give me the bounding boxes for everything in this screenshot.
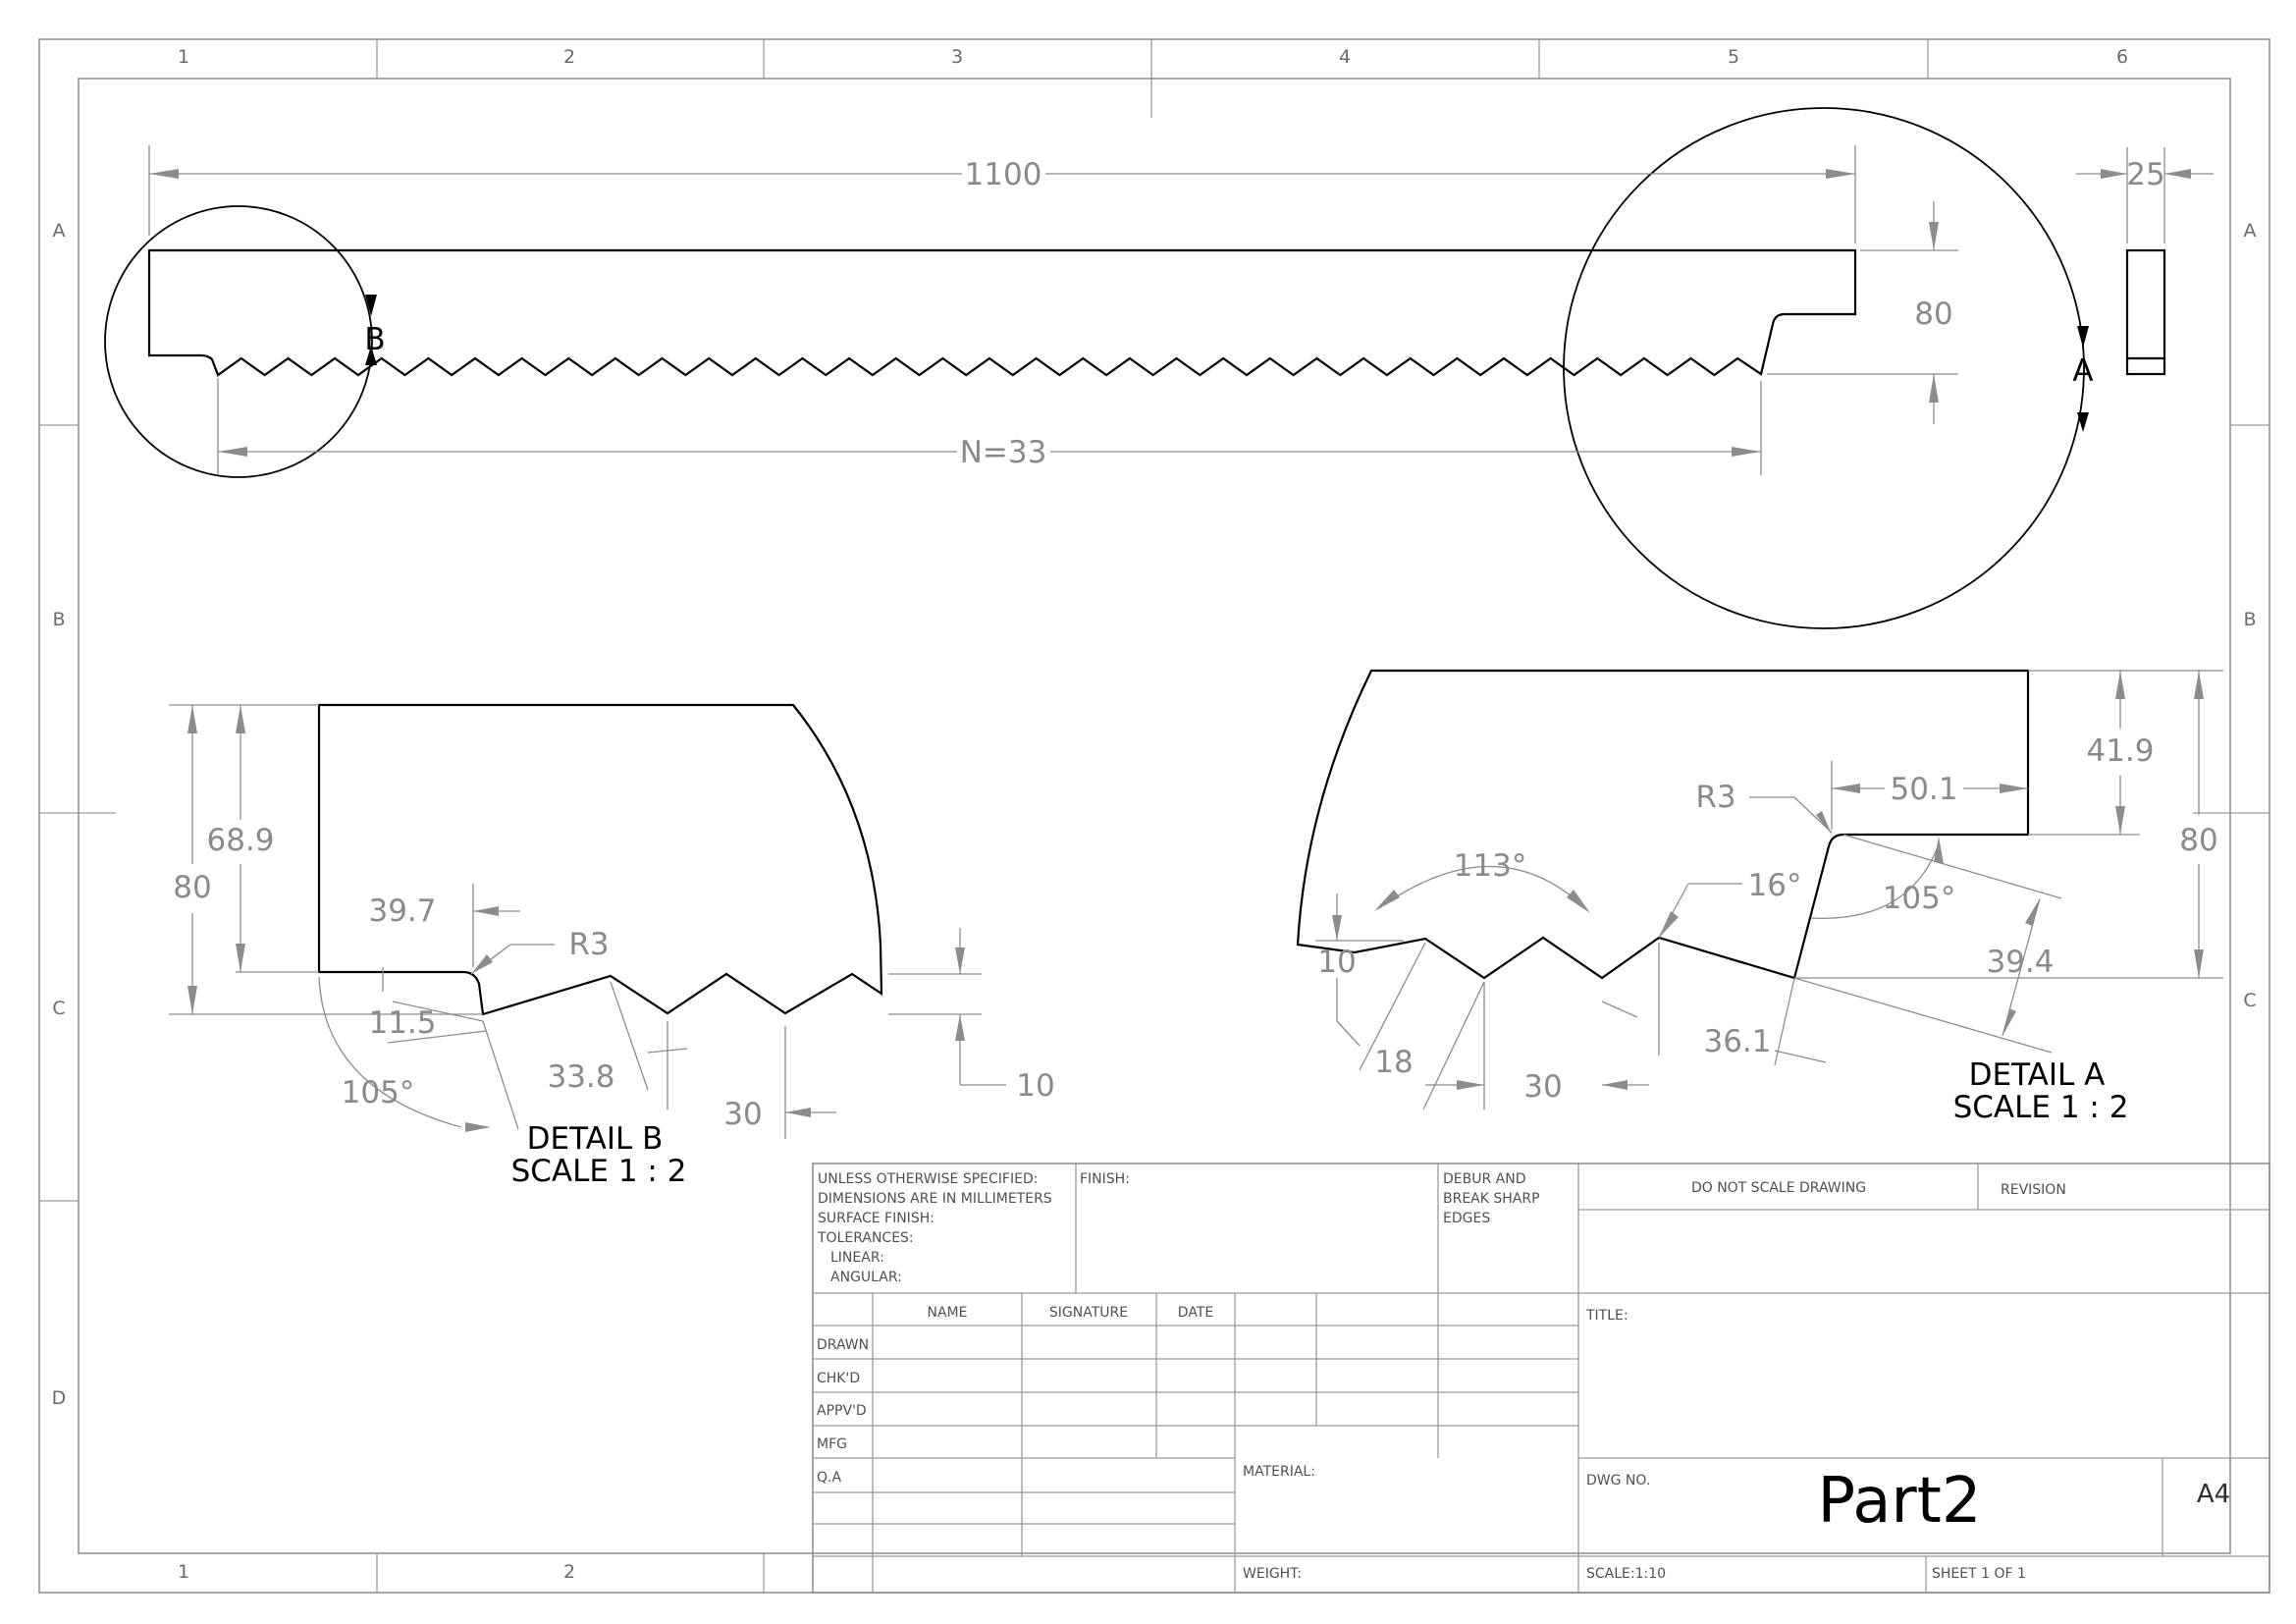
detail-a-angle-16: 16° [1748,868,1802,903]
tb-row-mfg: MFG [817,1436,847,1452]
tb-title: TITLE: [1585,1308,1629,1324]
tb-do-not-scale: DO NOT SCALE DRAWING [1691,1180,1866,1196]
detail-b-dim-68: 68.9 [206,823,274,858]
tb-part-name: Part2 [1817,1465,1981,1538]
zone-labels: 1 2 3 4 5 6 1 2 A B C D A B C [52,46,2257,1583]
detail-a-dim-41: 41.9 [2086,733,2154,769]
detail-a-scale: SCALE 1 : 2 [1953,1090,2129,1125]
detail-b-view: 80 68.9 39.7 R3 11.5 105° 33.8 [169,703,1055,1189]
tb-debur-3: EDGES [1443,1211,1490,1226]
zone-row-d-left: D [52,1387,67,1409]
tb-note-5: LINEAR: [830,1250,884,1266]
zone-col-6-top: 6 [2116,46,2128,68]
tb-note-3: SURFACE FINISH: [818,1211,934,1226]
detail-b-angle: 105° [342,1075,415,1110]
tb-finish: FINISH: [1080,1171,1130,1187]
zone-row-a-left: A [53,220,66,242]
zone-col-3-top: 3 [951,46,963,68]
tb-row-qa: Q.A [817,1470,841,1486]
detail-a-view: 80 41.9 50.1 R3 113° 16° 105° [1296,669,2223,1125]
detail-b-dim-10: 10 [1016,1068,1054,1104]
detail-b-dim-30: 30 [723,1097,762,1132]
tb-debur-1: DEBUR AND [1443,1171,1526,1187]
dim-length: 1100 [965,157,1042,192]
detail-a-dim-30: 30 [1523,1069,1562,1105]
tb-row-drawn: DRAWN [817,1337,869,1353]
tb-note-6: ANGULAR: [830,1270,902,1285]
detail-a-angle-113: 113° [1454,848,1527,884]
zone-col-1-top: 1 [178,46,189,68]
zone-row-c-left: C [52,998,65,1019]
detail-a-r3: R3 [1695,780,1735,815]
tb-col-signature: SIGNATURE [1049,1305,1128,1321]
dim-thickness: 25 [2126,157,2164,192]
tb-dwg-no: DWG NO. [1586,1473,1650,1489]
detail-a-dim-39: 39.4 [1986,945,2054,980]
tb-weight: WEIGHT: [1243,1566,1302,1582]
sheet-frame [38,38,2270,1594]
detail-b-outline [317,703,883,1016]
tb-material: MATERIAL: [1243,1464,1315,1480]
tb-note-2: DIMENSIONS ARE IN MILLIMETERS [818,1191,1052,1207]
tb-col-date: DATE [1178,1305,1213,1321]
detail-a-marker: A [2072,353,2093,389]
detail-b-dim-80: 80 [173,870,211,905]
detail-a-dim-50: 50.1 [1890,772,1957,807]
tb-sheet-size: A4 [2197,1480,2230,1509]
title-block: UNLESS OTHERWISE SPECIFIED: DIMENSIONS A… [812,1163,2270,1594]
tb-row-checked: CHK'D [817,1371,860,1386]
zone-col-2-bottom: 2 [563,1561,575,1583]
tb-revision: REVISION [2001,1182,2066,1198]
detail-b-dim-11: 11.5 [368,1005,436,1041]
detail-a-circle [1563,107,2085,629]
zone-row-c-right: C [2243,990,2256,1011]
zone-col-4-top: 4 [1339,46,1351,68]
tb-note-1: UNLESS OTHERWISE SPECIFIED: [818,1171,1038,1187]
zone-row-b-left: B [52,609,65,630]
detail-b-dim-39: 39.7 [368,893,436,929]
detail-a-dim-18: 18 [1374,1045,1413,1080]
detail-b-r3: R3 [568,927,609,962]
detail-a-dim-80: 80 [2179,823,2217,858]
dim-teeth-count: N=33 [960,435,1047,470]
detail-a-title: DETAIL A [1969,1057,2106,1093]
zone-row-b-right: B [2243,609,2256,630]
tb-note-4: TOLERANCES: [817,1230,914,1246]
detail-a-dim-36: 36.1 [1703,1024,1771,1059]
detail-a-angle-105: 105° [1883,881,1956,916]
detail-b-scale: SCALE 1 : 2 [511,1154,687,1189]
zone-col-2-top: 2 [563,46,575,68]
detail-b-circle [104,205,373,478]
detail-b-title: DETAIL B [527,1121,664,1157]
side-view [2125,248,2166,376]
zone-col-1-bottom: 1 [178,1561,189,1583]
blade-outline [147,248,1857,377]
detail-b-marker: B [364,322,385,357]
tb-debur-2: BREAK SHARP [1443,1191,1540,1207]
tb-scale: SCALE:1:10 [1586,1566,1666,1582]
zone-row-a-right: A [2244,220,2257,242]
tb-row-approved: APPV'D [817,1403,867,1419]
detail-a-outline [1296,669,2030,980]
zone-col-5-top: 5 [1728,46,1739,68]
tb-sheet: SHEET 1 OF 1 [1932,1566,2026,1582]
main-view: B A 1100 N=33 80 25 [104,107,2214,629]
tb-col-name: NAME [928,1305,968,1321]
detail-b-dim-33: 33.8 [547,1059,614,1095]
detail-a-dim-10: 10 [1317,945,1356,980]
dim-height: 80 [1914,297,1952,332]
